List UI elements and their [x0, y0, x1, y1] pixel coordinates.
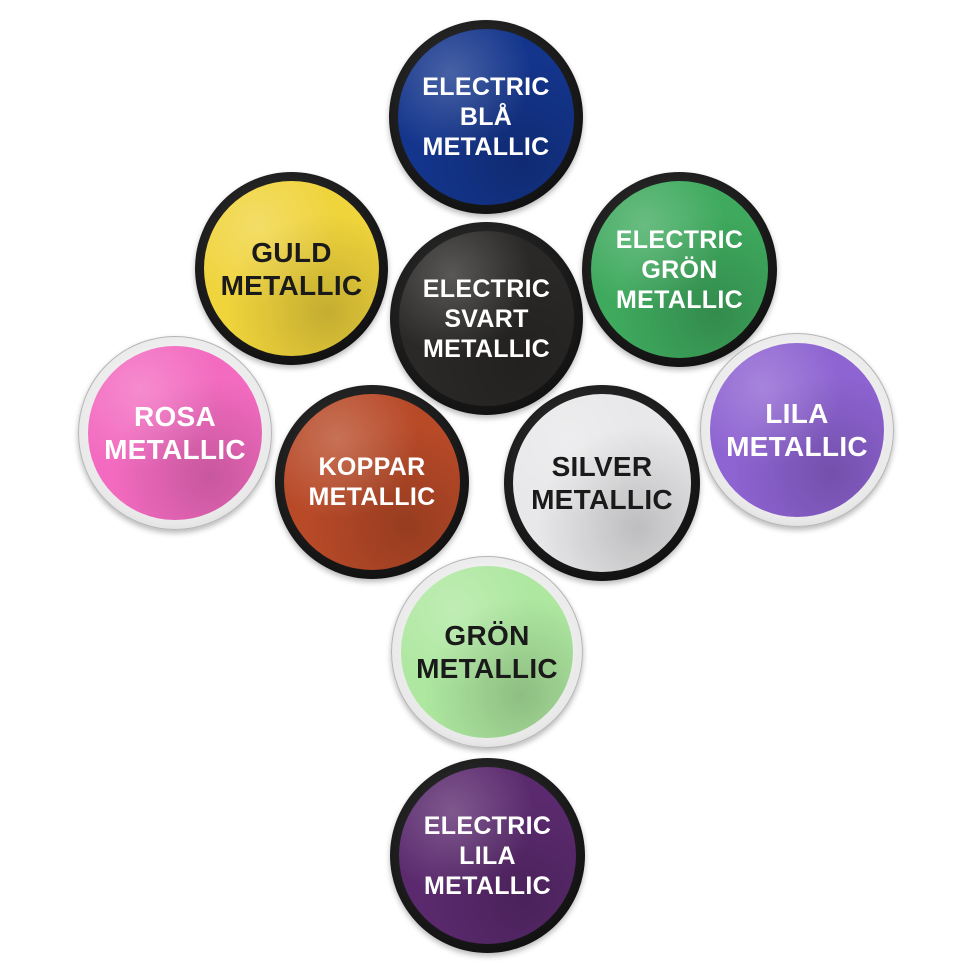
pot-label: SILVER METALLIC: [531, 451, 673, 515]
pot-electric-gron-metallic: ELECTRIC GRÖN METALLIC: [582, 172, 777, 367]
paint-silver: SILVER METALLIC: [513, 394, 691, 572]
pot-label: LILA METALLIC: [726, 398, 868, 462]
paint-guld: GULD METALLIC: [204, 181, 379, 356]
pot-koppar-metallic: KOPPAR METALLIC: [275, 385, 469, 579]
pot-lila-metallic: LILA METALLIC: [700, 333, 894, 527]
paint-gron: GRÖN METALLIC: [401, 566, 573, 738]
paint-koppar: KOPPAR METALLIC: [284, 394, 460, 570]
pot-gron-metallic: GRÖN METALLIC: [391, 556, 583, 748]
pot-label: GULD METALLIC: [220, 236, 363, 301]
pot-silver-metallic: SILVER METALLIC: [504, 385, 700, 581]
paint-lila: LILA METALLIC: [710, 343, 884, 517]
pot-label: GRÖN METALLIC: [416, 620, 558, 684]
paint-rosa: ROSA METALLIC: [88, 346, 262, 520]
pot-rosa-metallic: ROSA METALLIC: [78, 336, 272, 530]
pot-label: ROSA METALLIC: [104, 401, 246, 465]
paint-electric-gron: ELECTRIC GRÖN METALLIC: [591, 181, 768, 358]
paint-electric-bla: ELECTRIC BLÅ METALLIC: [398, 29, 574, 205]
pot-guld-metallic: GULD METALLIC: [195, 172, 388, 365]
pot-label: ELECTRIC SVART METALLIC: [422, 274, 551, 363]
paint-electric-lila: ELECTRIC LILA METALLIC: [399, 767, 576, 944]
pot-electric-bla-metallic: ELECTRIC BLÅ METALLIC: [389, 20, 583, 214]
pot-label: ELECTRIC LILA METALLIC: [423, 811, 552, 900]
pot-electric-lila-metallic: ELECTRIC LILA METALLIC: [390, 758, 585, 953]
pot-label: KOPPAR METALLIC: [308, 453, 436, 511]
paint-electric-svart: ELECTRIC SVART METALLIC: [399, 231, 574, 406]
pot-electric-svart-metallic: ELECTRIC SVART METALLIC: [390, 222, 583, 415]
pot-label: ELECTRIC GRÖN METALLIC: [615, 225, 744, 314]
pot-label: ELECTRIC BLÅ METALLIC: [422, 73, 550, 161]
